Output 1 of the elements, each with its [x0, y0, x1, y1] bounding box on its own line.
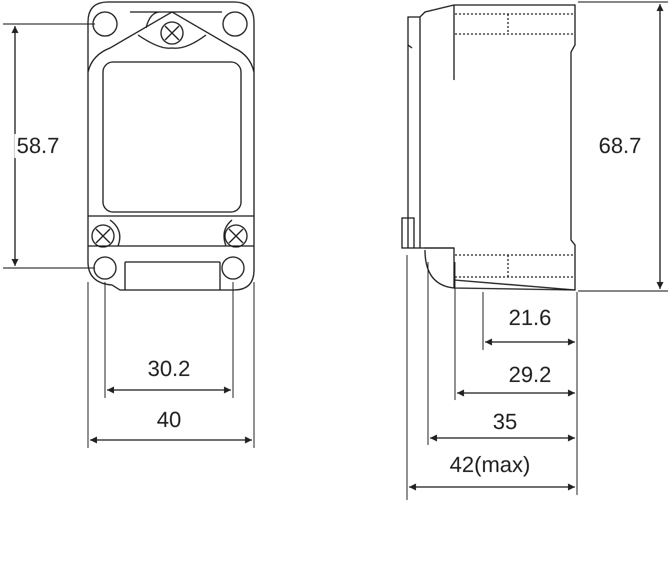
dimension-value: 58.7: [14, 134, 62, 158]
